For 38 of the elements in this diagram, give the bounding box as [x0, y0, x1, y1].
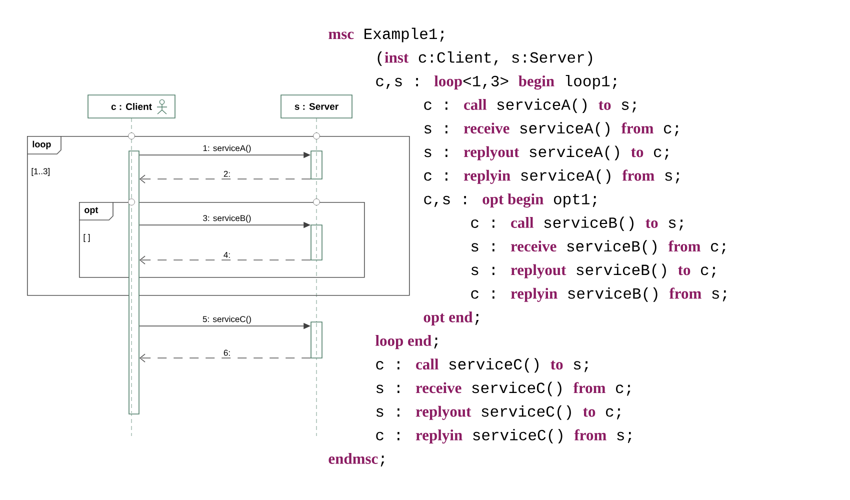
guard-condition: [ ]	[84, 234, 90, 242]
code-line: s : replyout serviceC() to c;	[376, 405, 620, 420]
frame-label: loop	[32, 140, 51, 150]
code-line: s : receive serviceC() from c;	[376, 382, 630, 396]
edge-label: 4:	[224, 252, 230, 258]
code-line: s : receive serviceA() from c;	[424, 122, 678, 137]
code-line: c : call serviceC() to s;	[376, 358, 588, 373]
guard-condition: [1..3]	[32, 168, 50, 176]
code-line: c : call serviceB() to s;	[471, 216, 683, 232]
code-line: msc Example1;	[328, 28, 444, 42]
activation-bar	[310, 322, 322, 358]
message-arrow	[139, 256, 311, 264]
message-arrow	[139, 354, 311, 362]
edge-label: 1: serviceA()	[203, 144, 251, 153]
edge-label: 2:	[224, 170, 230, 177]
code-line: endmsc;	[328, 453, 384, 467]
message-arrow	[139, 174, 311, 184]
edge-label: 6:	[224, 350, 230, 356]
code-line: s : receive serviceB() from c;	[471, 240, 726, 255]
code-line: c : replyin serviceA() from s;	[424, 169, 680, 184]
lifeline-header: c : Client	[88, 94, 176, 118]
code-line: opt end;	[424, 311, 479, 326]
frame-label: opt	[84, 207, 98, 215]
activation-bar	[310, 224, 322, 260]
code-line: c : call serviceA() to s;	[424, 98, 636, 114]
code-line: s : replyout serviceB() to c;	[471, 264, 716, 278]
code-line: c : replyin serviceB() from s;	[471, 287, 726, 302]
activation-bar	[128, 150, 140, 414]
code-line: loop end;	[376, 335, 438, 350]
code-line: (inst c:Client, s:Server)	[378, 51, 592, 66]
code-line: s : replyout serviceA() to c;	[424, 146, 668, 160]
code-line: c : replyin serviceC() from s;	[376, 428, 632, 444]
edge-label: 3: serviceB()	[203, 214, 251, 223]
code-line: c,s : loop<1,3> begin loop1;	[376, 74, 616, 90]
edge-label: 5: serviceC()	[202, 316, 251, 324]
code-line: c,s : opt begin opt1;	[424, 193, 596, 208]
lifeline-header: s : Server	[280, 94, 352, 118]
activation-bar	[310, 150, 322, 180]
